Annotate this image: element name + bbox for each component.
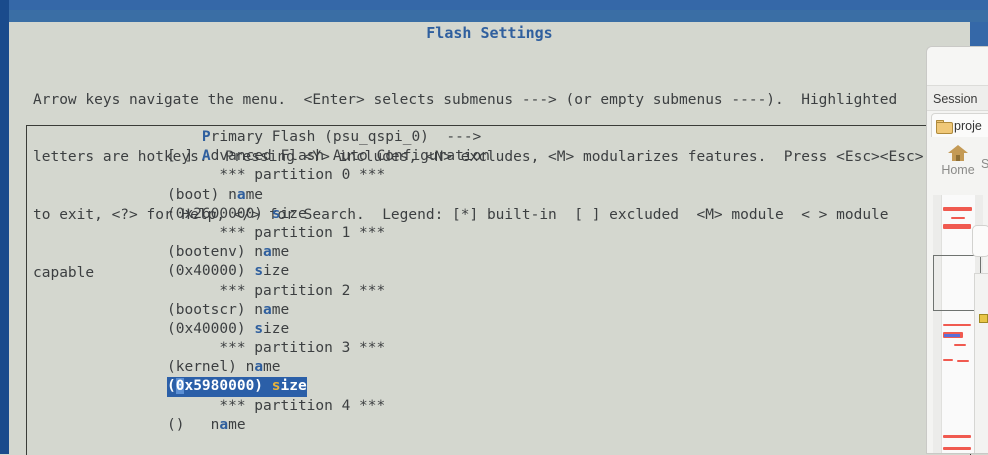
minimap-line [943,359,953,361]
minimap-line [951,217,965,219]
help-line-2: letters are hotkeys. Pressing <Y> includ… [33,149,924,166]
dialog-panel: Flash Settings Arrow keys navigate the m… [9,22,971,455]
menu-row[interactable]: *** partition 2 *** [167,282,386,299]
menu-row[interactable]: (kernel) name [167,359,281,376]
menu-row[interactable]: [ ] Advanced Flash Auto Configuration [167,148,491,165]
overlay-marker[interactable] [979,314,988,323]
menu-list-frame: Primary Flash (psu_qspi_0) ---> [ ] Advan… [26,125,971,455]
menu-row[interactable]: *** partition 3 *** [167,340,386,357]
minimap-viewport[interactable] [933,255,981,311]
house-icon [948,145,968,161]
home-button[interactable]: Home [927,139,988,183]
dialog-heading: Flash Settings [426,24,553,42]
overlay-toolbar [927,47,988,85]
menu-row[interactable]: *** partition 1 *** [167,224,386,241]
titlebar: Subsystem AUTO Hardware Settings → Flash… [0,2,988,40]
menu-row[interactable]: Primary Flash (psu_qspi_0) ---> [201,129,482,145]
minimap-line [954,344,966,346]
menu-row[interactable]: (0x40000) size [167,320,290,337]
overlay-side-panel [974,273,988,453]
window-chrome-top [0,0,988,10]
minimap-line [943,207,972,211]
help-line-1: Arrow keys navigate the menu. <Enter> se… [33,91,898,108]
minimap-line [943,435,971,438]
minimap-line [957,360,969,362]
menu-list[interactable]: Primary Flash (psu_qspi_0) ---> [ ] Advan… [167,128,967,435]
menu-row[interactable]: (0x2600000) size [167,205,307,222]
secondary-button-label[interactable]: S [981,157,988,171]
menu-row[interactable]: *** partition 0 *** [167,167,386,184]
folder-icon [936,119,953,134]
overlay-side-button[interactable] [972,225,988,257]
home-button-label: Home [941,163,975,177]
menu-row[interactable]: (bootenv) name [167,244,290,261]
overlay-panel: Session proje Home S [926,46,988,454]
session-bar[interactable]: Session [927,85,988,111]
menu-row-selected[interactable]: (0x5980000) size [167,377,307,397]
menu-row[interactable]: () name [167,416,246,433]
minimap-line [943,324,971,326]
menu-row[interactable]: (bootscr) name [167,301,290,318]
menu-row[interactable]: (0x40000) size [167,263,290,280]
project-tab[interactable]: proje [931,113,988,137]
minimap-line [943,447,971,450]
minimap-line [943,224,971,229]
help-text: Arrow keys navigate the menu. <Enter> se… [33,52,958,322]
help-line-3: to exit, <?> for Help, </> for Search. L… [33,207,889,224]
project-tab-label: proje [954,118,982,133]
minimap-line [944,334,960,337]
window-chrome-left [0,0,9,454]
help-line-4: capable [33,265,95,282]
menu-row[interactable]: (boot) name [167,186,264,203]
menu-row[interactable]: *** partition 4 *** [167,397,386,414]
text-cursor: 0 [175,378,185,395]
